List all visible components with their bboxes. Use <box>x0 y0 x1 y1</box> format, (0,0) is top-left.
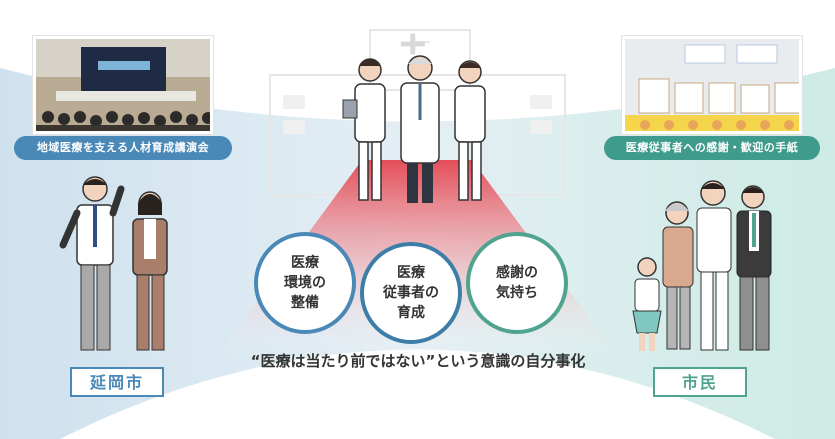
businessman-figure <box>736 185 772 351</box>
doctor-figure <box>400 55 440 203</box>
left-event-label: 地域医療を支える人材育成講演会 <box>14 136 232 160</box>
father-figure <box>696 180 732 351</box>
circle-staff-training: 医療 従事者の 育成 <box>360 242 462 344</box>
male-nurse-figure <box>454 60 486 201</box>
child-figure <box>632 257 662 351</box>
lower-white-arc <box>60 349 775 439</box>
slogan-text: “医療は当たり前ではない”という意識の自分事化 <box>250 352 586 370</box>
right-event-label: 医療従事者への感謝・歓迎の手紙 <box>604 136 820 160</box>
circle-medical-environment: 医療 環境の 整備 <box>254 232 356 334</box>
nurse-figure <box>342 58 386 201</box>
letters-photo <box>622 36 802 134</box>
citizens-illustration <box>632 180 772 351</box>
male-official-figure <box>59 176 125 351</box>
citizens-tag: 市民 <box>653 367 747 397</box>
medical-staff-illustration <box>342 55 486 203</box>
hospital-cross-icon <box>400 33 425 55</box>
female-official-figure <box>132 191 168 351</box>
city-officials-illustration <box>59 176 168 351</box>
grandmother-figure <box>662 201 694 350</box>
circle-gratitude: 感謝の 気持ち <box>466 232 568 334</box>
lecture-photo <box>33 36 213 134</box>
city-tag: 延岡市 <box>70 367 164 397</box>
